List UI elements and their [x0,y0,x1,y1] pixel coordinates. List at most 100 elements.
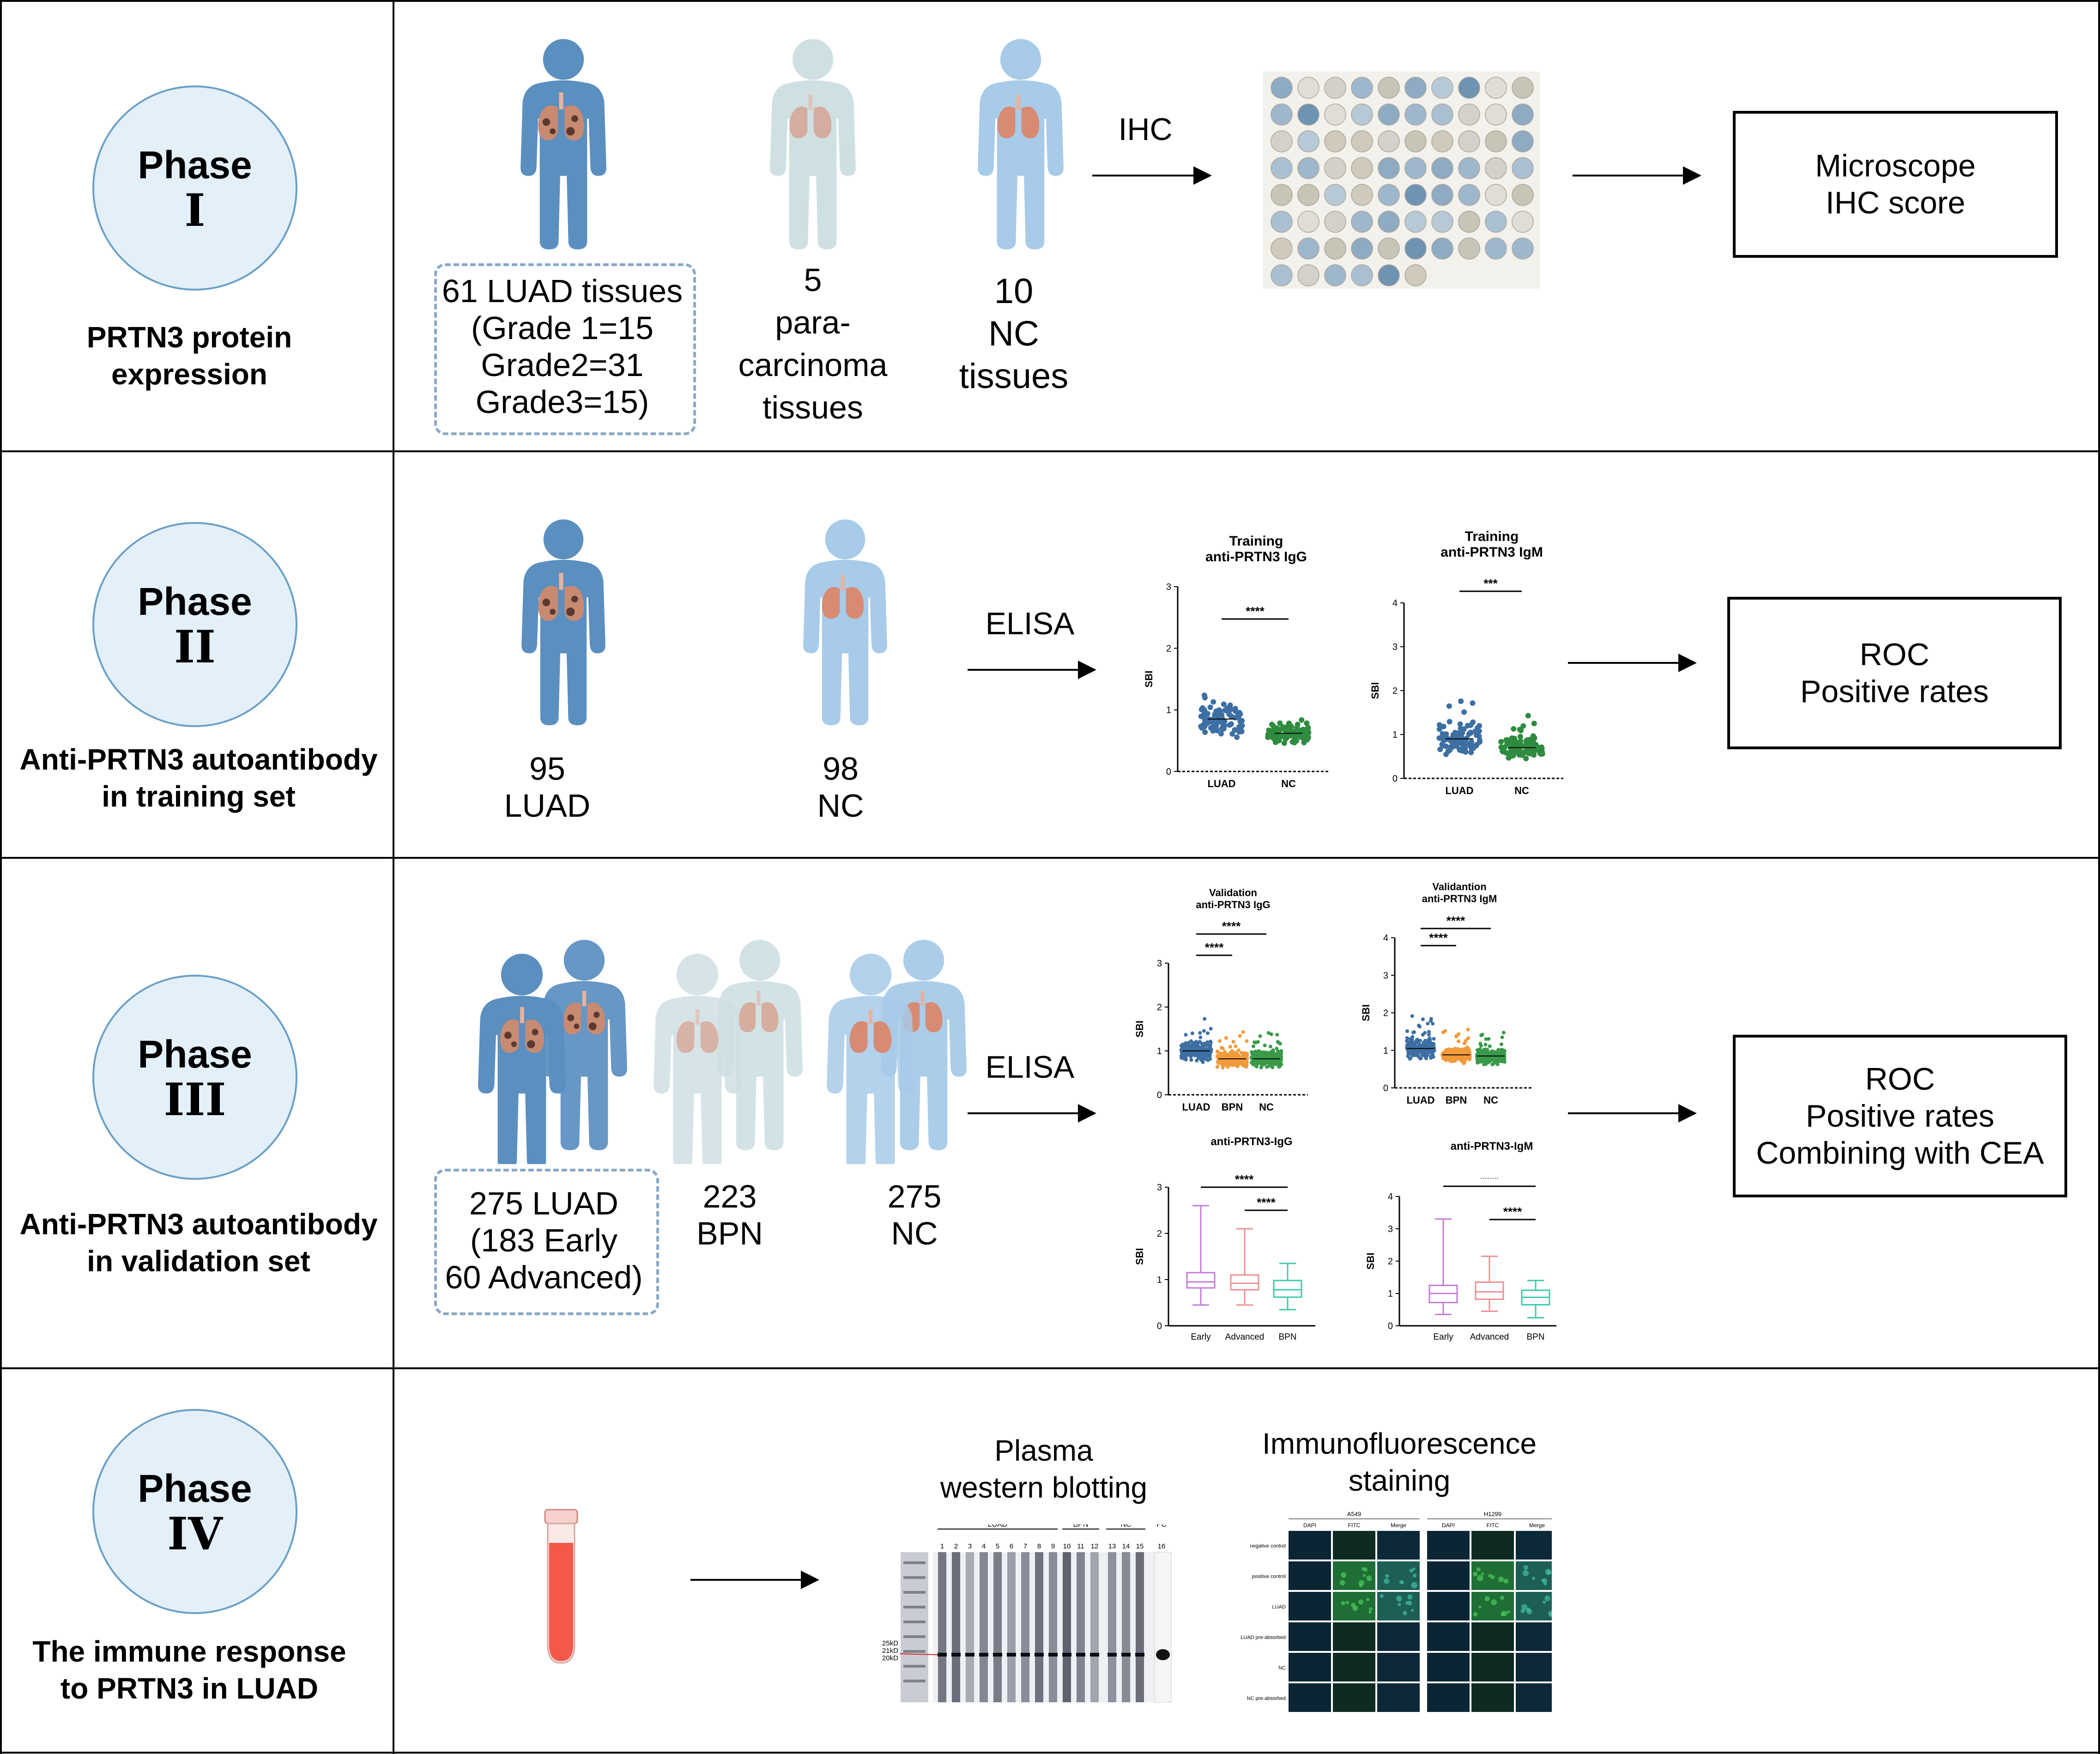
stage-igm-ytick-label-0: 0 [1388,1321,1393,1331]
if-cell-1-2-2-5 [1521,1604,1528,1610]
training-igg-point-0-84 [1237,724,1243,730]
training-igg-point-1-95 [1295,722,1301,728]
validation-igg-point-0-159 [1198,1035,1203,1039]
if-cell-1-2-1-1 [1484,1596,1490,1602]
validation-igg-point-2-261 [1262,1062,1266,1066]
stage-igg-ytick-label-3: 3 [1157,1183,1162,1193]
validation-early-count: (183 Early [470,1222,618,1258]
if-col-1-2: Merge [1529,1522,1545,1529]
training-igm-point-1-87 [1507,740,1513,747]
tma-core-60 [1512,211,1534,233]
if-cell-0-1-2-5 [1411,1582,1418,1589]
validation-bpn-word: BPN [696,1215,763,1251]
training-igm-point-1-2 [1525,713,1531,719]
validation-igm-point-2-257 [1499,1042,1503,1046]
if-cell-0-1-1-3 [1341,1572,1347,1578]
training-igm-point-0-68 [1452,729,1458,735]
training-igg-point-0-67 [1201,710,1207,716]
tma-core-29 [1485,130,1507,152]
tma-core-51 [1271,211,1293,233]
validation-igg-point-1-70 [1228,1044,1232,1049]
training-igm-xlabel-1: NC [1514,785,1529,796]
phase3-badge: Phase III [92,975,297,1180]
phase3-word: Phase [138,1032,252,1076]
tma-core-10 [1512,77,1534,99]
if-panel-0-3-0 [1289,1622,1331,1651]
stage-igm-xlabel-0: Early [1433,1332,1453,1342]
validation-igm-point-1-140 [1454,1034,1459,1038]
training-igm-point-0-73 [1443,743,1449,749]
blood-tube-icon [544,1509,578,1664]
validation-igg-ytick-label-3: 3 [1157,959,1162,969]
training-igm-point-0-55 [1437,747,1443,753]
tma-core-7 [1431,77,1453,99]
validation-igg-point-0-266 [1189,1058,1193,1062]
if-panel-0-1-0 [1289,1561,1331,1590]
validation-nc-label: 275 NC [854,1178,974,1252]
tma-core-45 [1378,184,1400,206]
wb-target-band-10 [1062,1653,1071,1657]
tma-core-73 [1324,264,1346,286]
training-igg-point-1-96 [1298,729,1304,735]
wb-lane-number-8: 8 [1037,1542,1041,1550]
tma-core-2 [1297,77,1319,99]
if-panel-0-5-0 [1289,1683,1331,1712]
if-panel-0-4-1 [1333,1653,1375,1681]
training-igm-point-0-60 [1458,698,1464,704]
if-panel-1-2-1 [1471,1592,1514,1620]
if-panel-1-1-0 [1427,1561,1470,1590]
nc-tissue-count: 10 [994,272,1034,311]
validation-igm-xlabel-0: LUAD [1406,1094,1434,1106]
if-cell-0-1-2-1 [1412,1567,1416,1571]
if-row-label-4: NC [1278,1665,1286,1671]
training-igm-point-0-29 [1436,722,1442,728]
grade2-count: Grade2=31 [481,347,644,383]
validation-igg-point-0-233 [1207,1053,1211,1057]
tma-core-75 [1378,264,1400,286]
if-cell-0-1-2-3 [1385,1574,1389,1578]
phase1-subtitle-line1: PRTN3 protein [86,321,292,354]
validation-igg-point-0-262 [1189,1052,1193,1056]
validation-igg-point-0-221 [1205,1040,1210,1044]
if-cell-1-1-1-5 [1481,1572,1484,1576]
wb-lane-10 [1063,1552,1071,1702]
validation-igm-point-2-261 [1481,1056,1485,1060]
training-igg-point-1-78 [1280,724,1286,730]
validation-igg-point-1-214 [1241,1059,1246,1063]
training-igg-title-1: Training [1229,534,1283,549]
wb-lane-1 [938,1552,946,1702]
training-igm-ytick-label-3: 3 [1392,642,1398,652]
validation-igg-point-2-247 [1254,1064,1259,1068]
if-cell-1-1-2-2 [1523,1565,1528,1570]
training-igm-point-0-83 [1468,749,1474,755]
training-igg-point-1-87 [1284,734,1290,740]
validation-igm-point-2-216 [1485,1048,1489,1052]
validation-igm-point-0-256 [1420,1053,1424,1057]
phase2-badge: Phase II [92,522,297,727]
grade1-count: (Grade 1=15 [471,310,654,346]
validation-igm-point-1-218 [1456,1051,1460,1055]
training-nc-count: 98 [823,751,859,787]
wb-pc-band [1156,1649,1170,1660]
nc-tissues-word: tissues [959,357,1069,396]
para-word1: para- [775,304,851,340]
training-igg-sig-label-0: **** [1246,604,1265,618]
validation-igm-point-0-129 [1421,1032,1425,1037]
training-igm-point-1-35 [1511,726,1517,732]
training-igg-point-0-85 [1239,728,1245,734]
validation-igm-point-2-22 [1488,1044,1492,1048]
validation-igm-xlabel-1: BPN [1446,1094,1467,1106]
if-panel-1-5-2 [1516,1683,1552,1712]
tma-core-42 [1297,184,1319,206]
training-igm-point-0-75 [1470,719,1476,725]
validation-igg-point-2-256 [1271,1050,1276,1054]
stage-igm-sig-label-1: **** [1503,1205,1522,1219]
if-panel-1-4-0 [1427,1653,1470,1681]
wb-lane-13 [1108,1552,1116,1702]
validation-igm-point-2-148 [1475,1048,1479,1052]
validation-igm-point-0-266 [1423,1049,1428,1053]
if-row-label-1: positive control [1252,1574,1286,1579]
if-col-0-2: Merge [1391,1522,1406,1529]
